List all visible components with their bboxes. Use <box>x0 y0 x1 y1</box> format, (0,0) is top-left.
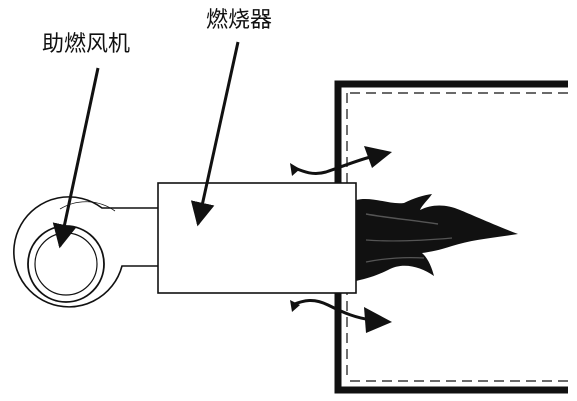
fan-leader-line <box>52 67 100 249</box>
flame <box>356 194 518 281</box>
fan-label: 助燃风机 <box>42 32 131 57</box>
burner-body <box>157 182 357 294</box>
combustion-fan <box>13 196 158 308</box>
burner-leader-line <box>190 41 240 227</box>
gas-flow-arrow-upper <box>290 146 392 176</box>
gas-flow-arrow-lower <box>290 299 392 333</box>
burner-label: 燃烧器 <box>206 8 273 33</box>
